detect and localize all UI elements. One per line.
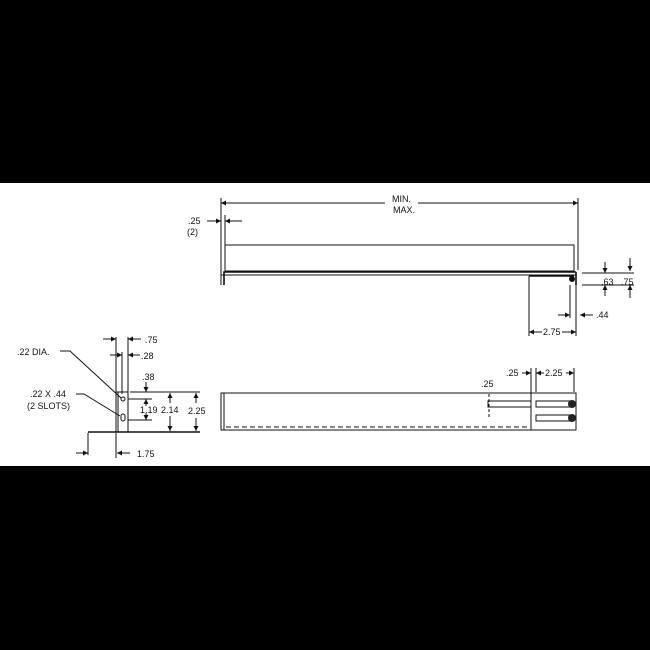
side-dim-119-label: 1.19 (140, 405, 158, 415)
dim-63-label: .63 (601, 277, 614, 287)
top-view: MIN. MAX. .25 (2) 2.75 .44 .63 .75 (187, 194, 634, 337)
side-view: .75 .28 .38 1.19 2.14 2.25 1.75 .22 DIA.… (17, 335, 206, 459)
flange-count-label: (2) (187, 227, 198, 237)
drawing-area (0, 183, 650, 466)
front-dim-225-label: 2.25 (545, 368, 563, 378)
front-dim-25-horizontal-label: .25 (506, 368, 519, 378)
flange-dim-label: .25 (188, 216, 201, 226)
side-dim-214-label: 2.14 (161, 405, 179, 415)
length-max-label: MAX. (393, 205, 415, 215)
bottom-black-band (0, 466, 650, 650)
side-dim-75-label: .75 (145, 335, 158, 345)
top-black-band (0, 0, 650, 183)
length-min-label: MIN. (392, 194, 411, 204)
dim-2-75-label: 2.75 (543, 327, 561, 337)
side-dim-28-label: .28 (141, 351, 154, 361)
front-dim-25-vertical-label: .25 (481, 379, 494, 389)
slot-count-label: (2 SLOTS) (27, 401, 70, 411)
side-dim-175-label: 1.75 (137, 449, 155, 459)
slot-size-label: .22 X .44 (30, 389, 66, 399)
dim-75-label: .75 (621, 277, 634, 287)
front-view: .25 .25 2.25 (220, 368, 577, 431)
side-dim-38-label: .38 (142, 372, 155, 382)
dim-44-label: .44 (596, 310, 609, 320)
hole-diameter-label: .22 DIA. (17, 347, 50, 357)
side-dim-225-label: 2.25 (188, 406, 206, 416)
